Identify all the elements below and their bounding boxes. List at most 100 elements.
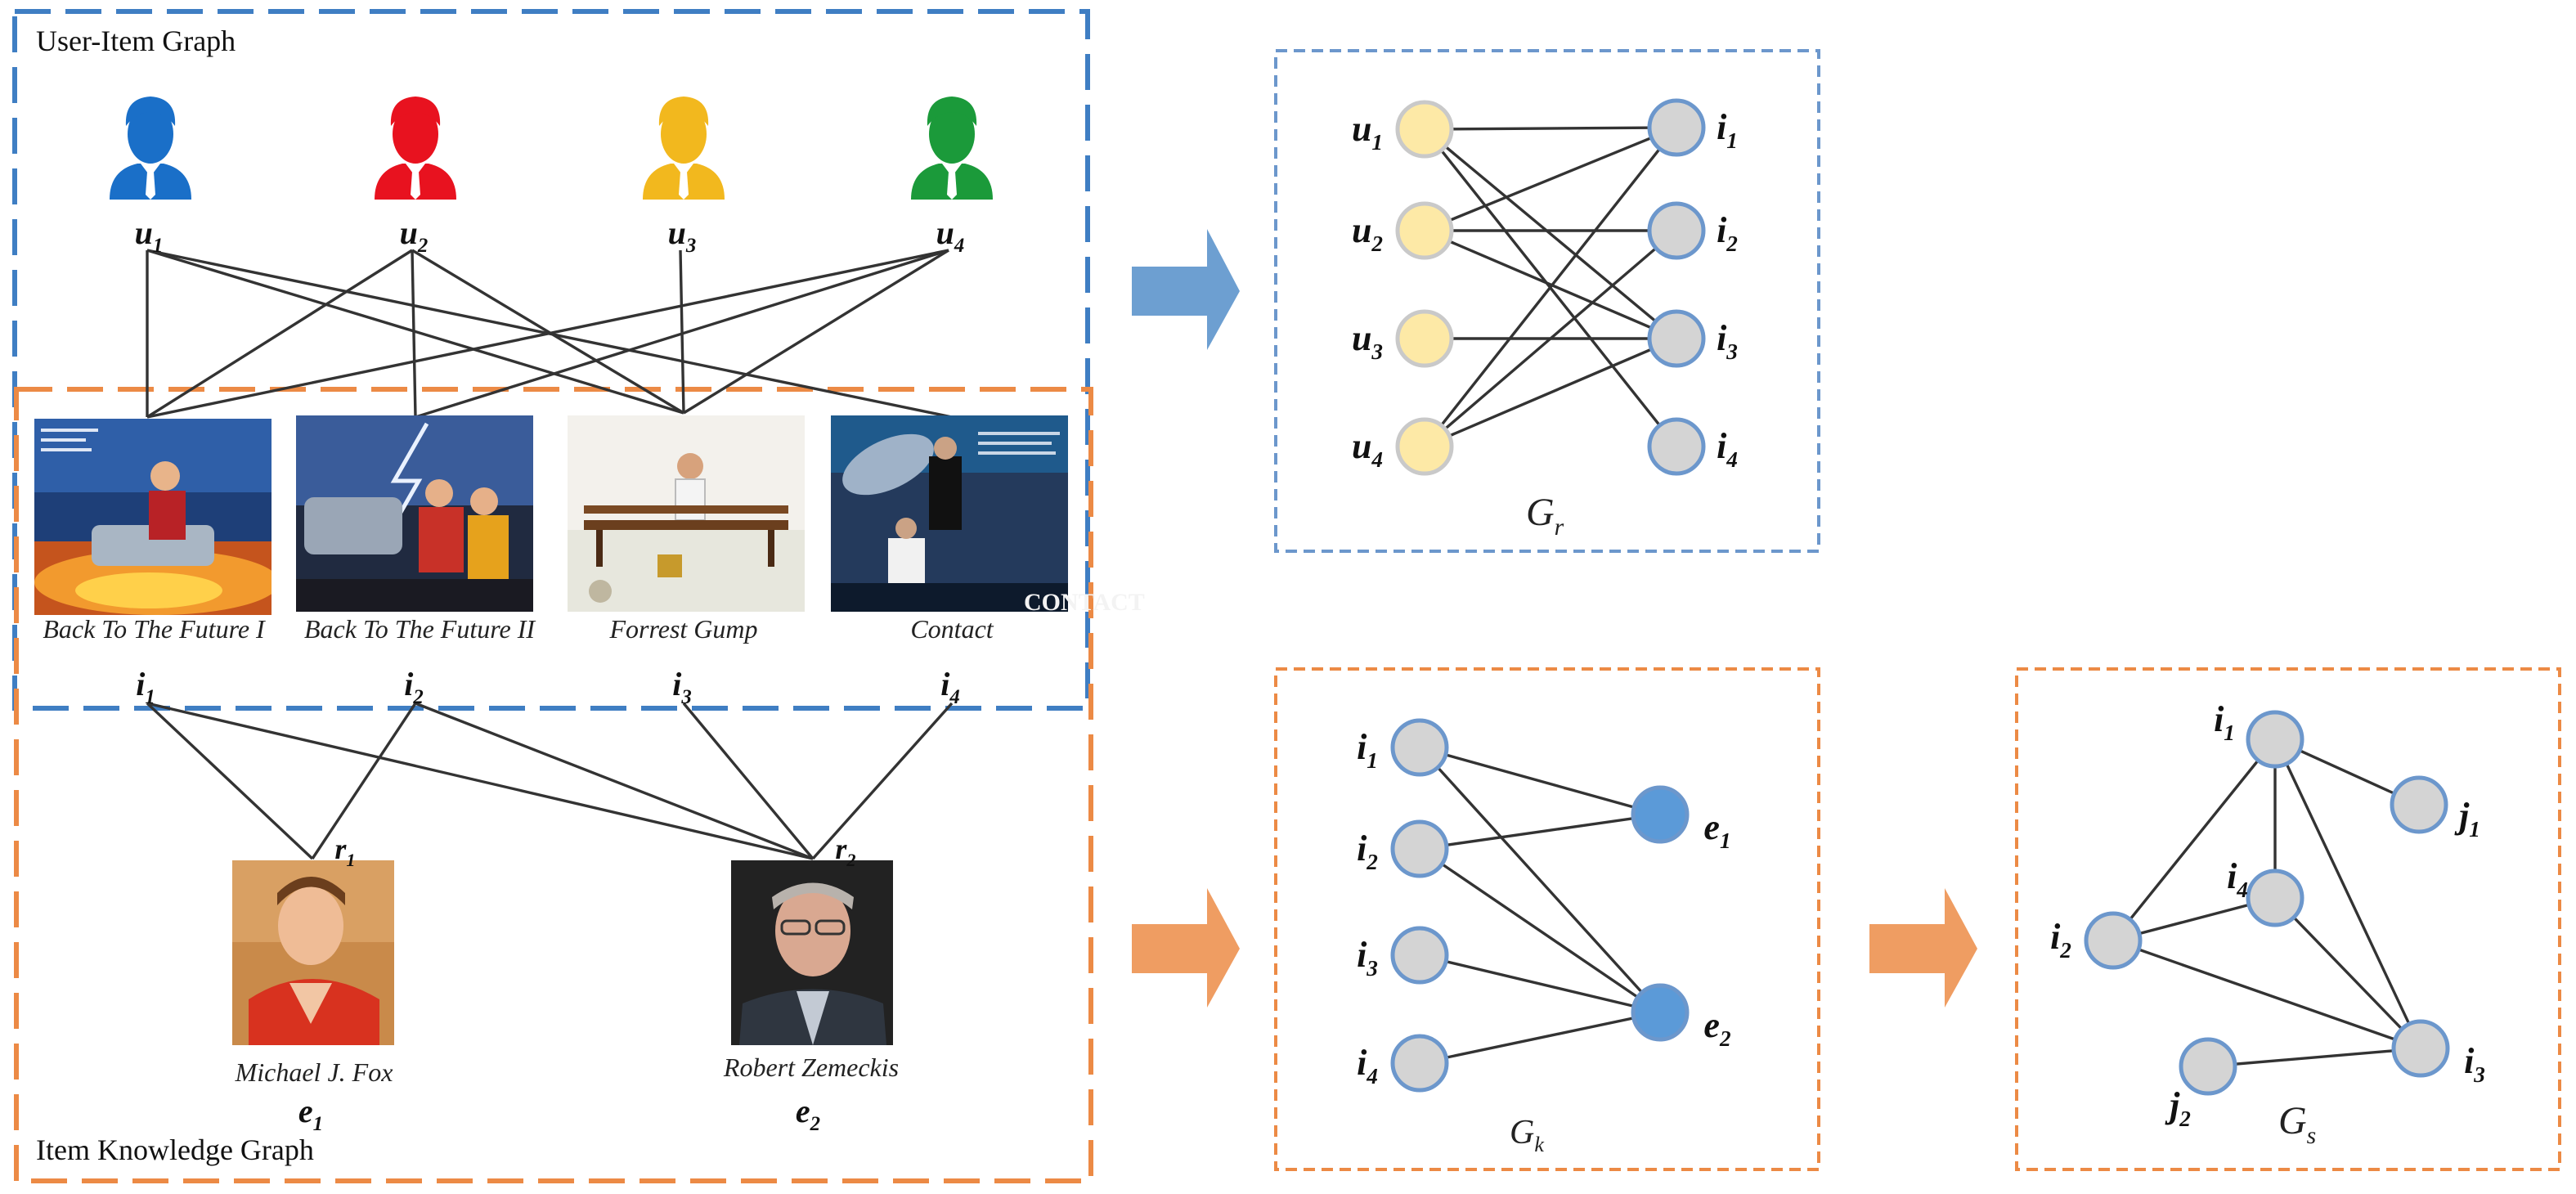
graph-k-box: [1274, 667, 1820, 1171]
poster-contact: CONTACT: [831, 415, 1145, 616]
item-node: [1390, 718, 1449, 777]
interaction-edge: [146, 249, 413, 419]
interaction-edge: [146, 249, 684, 415]
item-node: [1390, 819, 1449, 878]
graph-k-edge: [1419, 1011, 1661, 1065]
relation-edge: [311, 702, 417, 860]
graph-s-node-label: i4: [2227, 856, 2248, 902]
contact-poster-wordmark: CONTACT: [1024, 589, 1145, 616]
graph-s-edge: [2273, 896, 2422, 1050]
item-label: i1: [136, 666, 155, 708]
item-node-label: i1: [1357, 727, 1378, 773]
item-node-label: i2: [1357, 828, 1378, 874]
graph-r-name: Gr: [1526, 491, 1564, 541]
graph-k-edge: [1418, 746, 1662, 1014]
item-node-label: i4: [1717, 426, 1738, 472]
item-node: [1390, 1034, 1449, 1093]
user-icon: [911, 97, 993, 200]
interaction-edge: [146, 249, 949, 419]
relation-label: r1: [334, 833, 355, 870]
arrow-to-graph-k: [1132, 888, 1240, 1008]
user-label: u2: [400, 214, 429, 257]
left-panel: User-Item Graph Item Knowledge Graph u1 u…: [12, 9, 1145, 1183]
user-label: u1: [135, 214, 164, 257]
graph-r-edge: [1424, 126, 1677, 131]
entity-node: [1631, 983, 1690, 1042]
poster-caption: Contact: [910, 614, 994, 644]
entity-node: [1631, 785, 1690, 844]
arrows: [1132, 229, 1977, 1008]
user-node: [1395, 417, 1454, 476]
item-node-label: i1: [1717, 107, 1738, 153]
graph-r-edge: [1424, 229, 1677, 340]
poster-back-to-the-future-1: [34, 419, 272, 615]
graph-r-edge: [1423, 126, 1678, 448]
arrow-to-graph-r: [1132, 229, 1240, 350]
graph-r-edge: [1424, 126, 1677, 232]
item-node: [2391, 1019, 2450, 1078]
graph-s-edge: [2112, 738, 2277, 942]
graph-s-edge: [2112, 939, 2421, 1050]
graph-s-box: [2015, 667, 2561, 1171]
item-knowledge-graph-box: [14, 387, 1093, 1183]
item-node: [2246, 869, 2304, 927]
graph-s-panel: i1 i2 i3 i4 j1 j2 Gs: [2015, 667, 2561, 1171]
graph-r-edge: [1423, 128, 1678, 340]
relation-labels: r1 r2: [334, 833, 855, 870]
user-icon: [375, 97, 456, 200]
user-item-graph-title: User-Item Graph: [36, 25, 236, 57]
graph-r-box: [1274, 49, 1820, 553]
graph-k-edge: [1419, 813, 1661, 851]
item-node: [1647, 201, 1706, 260]
graph-s-node-label: j2: [2165, 1085, 2191, 1131]
neighbor-item-node: [2390, 775, 2448, 834]
interaction-edge: [411, 249, 417, 418]
graph-r-edge: [1424, 337, 1677, 448]
interaction-edge: [411, 249, 684, 415]
poster-caption: Back To The Future II: [304, 614, 536, 644]
photo-michael-j-fox: [232, 860, 394, 1045]
relation-edge: [146, 702, 814, 860]
graph-s-node-label: i1: [2214, 699, 2235, 745]
graph-k-name: Gk: [1510, 1114, 1544, 1156]
user-node-label: u3: [1352, 318, 1383, 364]
user-item-graph-box: [12, 9, 1090, 711]
poster-caption: Back To The Future I: [43, 614, 266, 644]
graph-s-node-label: j1: [2454, 796, 2480, 842]
graph-k-edge: [1419, 954, 1661, 1014]
item-knowledge-graph-title: Item Knowledge Graph: [36, 1133, 314, 1166]
arrow-to-graph-s: [1869, 888, 1977, 1008]
user-node-label: u1: [1352, 109, 1383, 155]
entity-caption: Robert Zemeckis: [723, 1053, 899, 1082]
entity-node-label: e1: [1703, 807, 1730, 853]
item-node-label: i3: [1357, 935, 1378, 981]
relation-edge: [682, 702, 815, 860]
graph-r-edge: [1423, 229, 1678, 448]
poster-caption: Forrest Gump: [608, 614, 757, 644]
entity-caption: Michael J. Fox: [235, 1057, 393, 1087]
entity-node-label: e2: [1703, 1005, 1730, 1051]
graph-k-edge: [1419, 847, 1661, 1014]
user-node: [1395, 100, 1454, 159]
user-node-label: u4: [1352, 426, 1383, 472]
relation-label: r2: [835, 833, 855, 870]
graph-s-node-label: i3: [2464, 1041, 2485, 1087]
entity-label: e2: [796, 1093, 820, 1135]
user-label: u3: [668, 214, 697, 257]
photo-robert-zemeckis: [731, 860, 893, 1045]
item-node-label: i3: [1717, 318, 1738, 364]
graph-s-node-label: i2: [2050, 917, 2071, 963]
interaction-edge: [683, 249, 949, 415]
entity-row: Michael J. Fox e1 Robert Zemeckis e2: [235, 1053, 899, 1135]
item-label: i4: [940, 666, 960, 708]
graph-s-edge: [2273, 738, 2422, 1049]
graph-s-name: Gs: [2278, 1099, 2316, 1149]
entity-label: e1: [298, 1093, 323, 1135]
poster-forrest-gump: [568, 415, 805, 612]
